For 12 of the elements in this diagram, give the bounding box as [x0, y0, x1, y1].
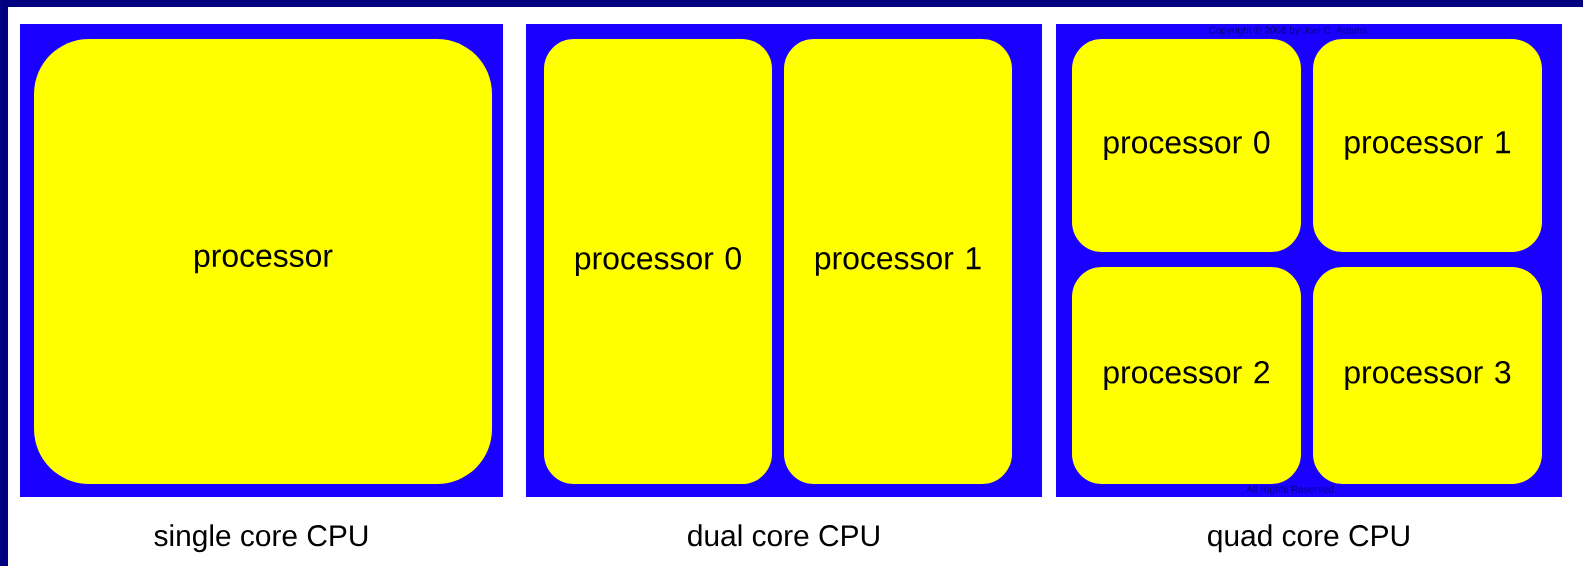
- copyright-note: Copyright © 2008 by Joel C. Adams: [1209, 26, 1367, 36]
- node-label: dual core CPU: [688, 524, 879, 547]
- processor-box: processor: [34, 39, 492, 484]
- processor-box: processor 0: [1072, 39, 1301, 252]
- processor-box: processor 0: [544, 39, 772, 484]
- node-label: single core CPU: [154, 524, 368, 553]
- processor-box: processor 1: [784, 39, 1012, 484]
- copyright-note: All Rights Reserved: [1246, 485, 1334, 495]
- node-label: quad core CPU: [1208, 524, 1409, 553]
- processor-box: processor 3: [1313, 267, 1542, 484]
- processor-box: processor 1: [1313, 39, 1542, 252]
- processor-box: processor 2: [1072, 267, 1301, 484]
